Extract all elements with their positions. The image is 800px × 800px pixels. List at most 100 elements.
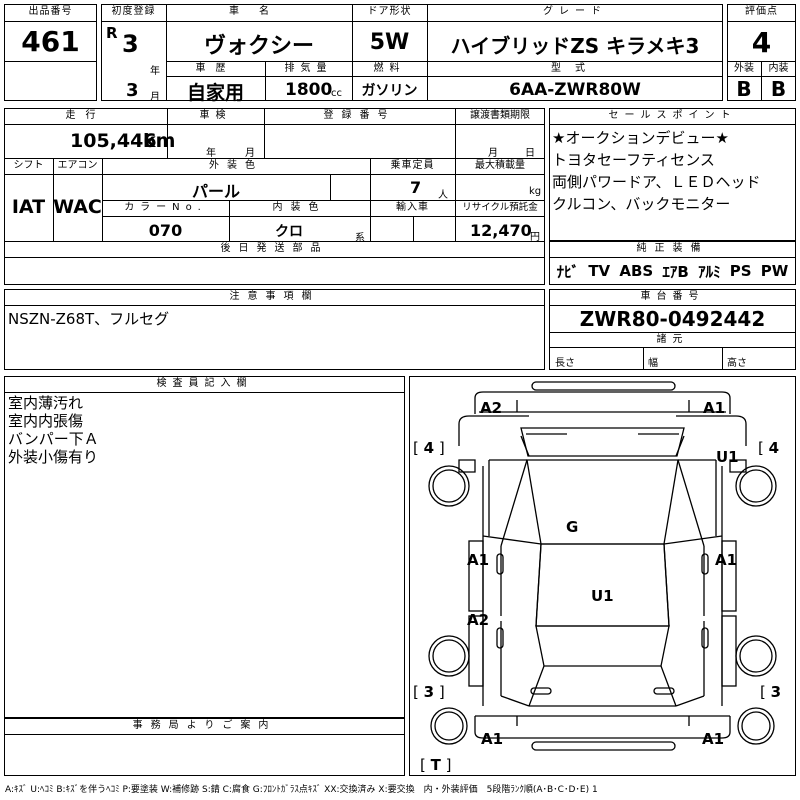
car-name: ヴォクシー xyxy=(203,34,314,59)
displacement-label: 排気量 xyxy=(284,63,333,74)
registration-number-label: 登録番号 xyxy=(323,110,396,121)
transfer-deadline-label: 譲渡書類期限 xyxy=(470,110,530,121)
recycle-fee-label: リサイクル預託金 xyxy=(462,202,538,213)
import-label: 輸入車 xyxy=(396,202,429,213)
score-label: 評価点 xyxy=(745,6,778,17)
load-unit: kg xyxy=(529,186,542,197)
damage-roof: U1 xyxy=(591,587,614,605)
model-code: 6AA-ZWR80W xyxy=(509,80,641,100)
inspection-month-unit: 月 xyxy=(245,148,255,159)
damage-front-right: U1 xyxy=(716,448,739,466)
damage-hood: G xyxy=(566,518,579,536)
length-label: 長さ xyxy=(555,358,575,369)
inspection-label: 車検 xyxy=(199,110,232,121)
equipment-item: PS xyxy=(729,262,752,280)
equipment-item: ABS xyxy=(619,262,654,280)
sales-line: クルコン、バックモニター xyxy=(552,195,731,213)
sales-point-label: セールスポイント xyxy=(608,110,737,121)
damage-top-left: A2 xyxy=(480,399,503,417)
damage-left-front-door: A1 xyxy=(467,551,490,569)
damage-bottom-right: A1 xyxy=(702,730,725,748)
interior-grade: B xyxy=(770,77,787,101)
yen-unit: 円 xyxy=(530,232,540,243)
damage-left-rear-door: A2 xyxy=(467,611,490,629)
lot-number: 461 xyxy=(21,25,80,58)
grade: ハイブリッドZS キラメキ3 xyxy=(450,34,700,58)
ac-label: エアコン xyxy=(57,160,98,171)
recycle-fee: 12,470 xyxy=(470,221,532,240)
color-number-label: カラーNo. xyxy=(124,202,207,213)
interior-color-unit: 系 xyxy=(355,233,365,244)
inspector-line: 室内内張傷 xyxy=(8,412,84,430)
exterior-color: パール xyxy=(191,182,240,201)
transfer-month-unit: 月 xyxy=(488,148,498,159)
model-label: 型式 xyxy=(551,63,599,74)
interior-label: 内装 xyxy=(768,63,789,74)
later-parts-label: 後日発送部品 xyxy=(220,243,329,254)
office-label: 事務局よりご案内 xyxy=(132,720,277,731)
inspector-line: バンパー下Ａ xyxy=(8,430,99,448)
inspection-year-unit: 年 xyxy=(206,148,216,159)
year-unit: 年 xyxy=(150,66,160,77)
notes-text: NSZN-Z68T、フルセグ xyxy=(8,310,170,328)
capacity: 7 xyxy=(410,178,422,197)
grade-label: グレード xyxy=(543,6,607,17)
fuel: ガソリン xyxy=(361,83,418,99)
trunk-marker: [ T ] xyxy=(420,756,452,774)
equipment-item: TV xyxy=(588,262,611,280)
shift-label: シフト xyxy=(13,160,44,171)
height-label: 高さ xyxy=(727,358,747,369)
specs-label: 諸元 xyxy=(656,334,689,345)
ac-value: WAC xyxy=(53,196,102,218)
notes-label: 注意事項欄 xyxy=(229,291,320,302)
mileage: 105,446 xyxy=(70,130,157,152)
displacement-unit: cc xyxy=(331,88,342,99)
tire-front-left: [ 4 ] xyxy=(413,439,445,457)
equipment-label: 純正装備 xyxy=(636,243,709,254)
exterior-grade: B xyxy=(736,77,752,101)
tire-front-right: [ 4 xyxy=(758,439,780,457)
mileage-label: 走行 xyxy=(65,110,106,121)
sales-line: 両側パワードア、ＬＥＤヘッド xyxy=(552,173,761,191)
equipment-item: ｴｱB xyxy=(662,262,689,281)
door-type: 5W xyxy=(369,30,410,55)
car-body-diagram xyxy=(428,381,777,751)
equipment-item: ｱﾙﾐ xyxy=(698,262,721,281)
chassis-number-label: 車台番号 xyxy=(640,291,705,302)
transfer-day-unit: 日 xyxy=(525,148,535,159)
door-label: ドア形状 xyxy=(367,6,412,17)
mileage-unit: km xyxy=(143,130,176,152)
displacement: 1800 xyxy=(285,80,333,100)
interior-color: クロ xyxy=(275,224,303,240)
registration-month: 3 xyxy=(126,80,139,101)
damage-legend: A:ｷｽﾞ U:ﾍｺﾐ B:ｷｽﾞを伴うﾍｺﾐ P:要塗装 W:補修跡 S:錆 … xyxy=(5,785,598,795)
era: R xyxy=(106,24,118,42)
exterior-color-label: 外装色 xyxy=(209,160,263,171)
vehicle-history: 自家用 xyxy=(186,82,244,104)
inspector-line: 室内薄汚れ xyxy=(8,394,84,412)
overall-score: 4 xyxy=(751,26,772,59)
max-load-label: 最大積載量 xyxy=(475,160,525,171)
history-label: 車歴 xyxy=(195,63,236,74)
damage-bottom-left: A1 xyxy=(481,730,504,748)
chassis-number: ZWR80-0492442 xyxy=(579,307,766,331)
exterior-label: 外装 xyxy=(734,63,754,74)
shift-value: IAT xyxy=(11,196,46,218)
inspector-label: 検査員記入欄 xyxy=(156,378,253,389)
lot-number-label: 出品番号 xyxy=(28,6,73,17)
capacity-label: 乗車定員 xyxy=(390,160,435,171)
equipment-item: ﾅﾋﾞ xyxy=(556,262,580,281)
first-registration-label: 初度登録 xyxy=(111,6,156,17)
color-number: 070 xyxy=(148,221,183,240)
width-label: 幅 xyxy=(648,358,658,369)
inspector-line: 外装小傷有り xyxy=(8,448,99,466)
month-unit: 月 xyxy=(150,92,160,103)
interior-color-label: 内装色 xyxy=(272,202,327,213)
fuel-label: 燃料 xyxy=(373,63,406,74)
tire-rear-right: [ 3 xyxy=(760,683,782,701)
car-name-label: 車名 xyxy=(229,6,289,17)
damage-right-front-door: A1 xyxy=(715,551,738,569)
damage-top-right: A1 xyxy=(703,399,726,417)
sales-line: トヨタセーフティセンス xyxy=(552,151,715,169)
tire-rear-left: [ 3 ] xyxy=(413,683,445,701)
